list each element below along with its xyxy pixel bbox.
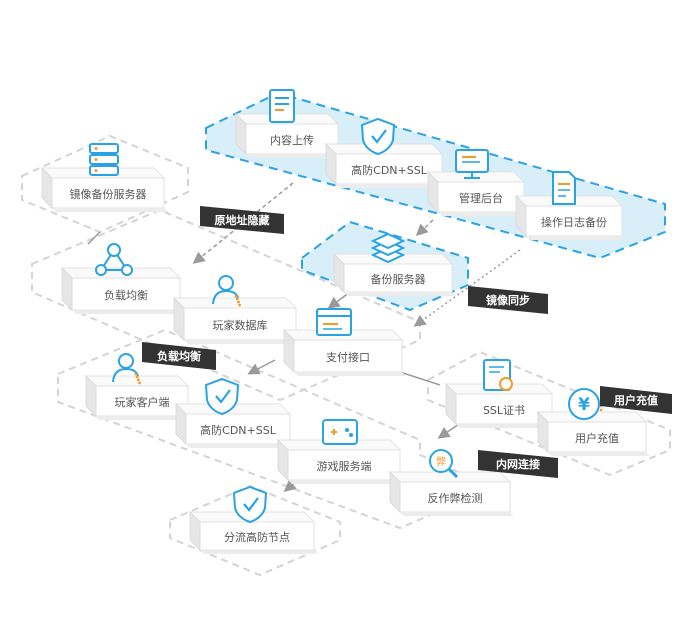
node-label: 玩家客户端: [115, 395, 170, 409]
node-cdn-ssl-top: 高防CDN+SSL: [324, 117, 446, 188]
shield-icon: [232, 485, 268, 524]
node-label: 支付接口: [326, 351, 370, 364]
node-label: SSL证书: [483, 404, 525, 417]
node-load-balance: 负载均衡: [60, 243, 184, 314]
node-label: 玩家数据库: [213, 318, 268, 332]
svg-text:¥: ¥: [578, 395, 590, 415]
monitor-icon: [455, 149, 489, 179]
node-label: 管理后台: [459, 191, 503, 205]
node-label: 游戏服务端: [317, 460, 372, 473]
node-label: 分流高防节点: [224, 530, 290, 544]
yuan-icon: ¥: [568, 388, 603, 420]
node-label: 反作弊检测: [428, 491, 483, 505]
tag-mirror-sync: 镜像同步: [468, 286, 548, 314]
server-icon: [89, 143, 119, 176]
group-mirror-backup: [21, 134, 189, 234]
group-ssl-recharge: [427, 350, 671, 477]
shield-icon: [204, 377, 240, 416]
node-label: 用户充值: [575, 431, 619, 445]
node-label: 高防CDN+SSL: [200, 423, 277, 437]
node-label: 负载均衡: [104, 288, 148, 302]
certificate-icon: [483, 359, 513, 391]
node-player-client: 玩家客户端: [84, 353, 192, 420]
user-icon: [212, 275, 242, 307]
tag-origin-hide: 原地址隐藏: [200, 206, 284, 234]
node-player-database: 玩家数据库: [172, 275, 300, 344]
doc-icon: [269, 89, 295, 123]
tag-label: 内网连接: [496, 457, 540, 471]
layers-icon: [370, 232, 406, 264]
conn-group-to-ssl: [399, 371, 441, 386]
tag-label: 用户充值: [614, 393, 658, 407]
node-label: 高防CDN+SSL: [351, 163, 428, 177]
tag-label: 原地址隐藏: [215, 213, 270, 227]
magnifier-icon: 弊: [429, 449, 459, 479]
node-backup-server: 备份服务器: [332, 232, 456, 296]
node-label: 内容上传: [270, 133, 314, 147]
tag-user-recharge: 用户充值: [600, 386, 672, 414]
gamepad-icon: [322, 419, 358, 445]
node-game-server: 游戏服务端: [276, 419, 404, 484]
conn-payment-to-client: [247, 359, 276, 375]
conn-mirror-to-load: [87, 231, 101, 245]
node-mirror-backup-server: 镜像备份服务器: [40, 143, 168, 212]
nodes-layer: 镜像备份服务器内容上传高防CDN+SSL管理后台操作日志备份负载均衡玩家数据库备…: [40, 89, 650, 554]
conn-top-to-backup: [415, 219, 434, 237]
node-split-defense-node: 分流高防节点: [188, 485, 318, 554]
shield-icon: [360, 117, 396, 156]
node-operation-log-backup: 操作日志备份: [514, 171, 626, 240]
browser-icon: [316, 308, 352, 336]
node-label: 备份服务器: [371, 272, 426, 286]
tag-label: 镜像同步: [486, 293, 530, 307]
node-payment-api: 支付接口: [282, 308, 406, 376]
node-ssl-cert: SSL证书: [444, 359, 556, 428]
node-admin-console: 管理后台: [426, 149, 528, 216]
node-label: 操作日志备份: [541, 215, 607, 229]
network-icon: [95, 243, 133, 276]
node-content-upload: 内容上传: [234, 89, 342, 158]
filedoc-icon: [552, 171, 576, 205]
svg-text:弊: 弊: [436, 455, 446, 468]
user-icon: [112, 353, 142, 385]
tag-load-balance: 负载均衡: [142, 342, 216, 370]
tag-label: 负载均衡: [157, 349, 201, 363]
node-label: 镜像备份服务器: [70, 187, 147, 201]
node-user-recharge: ¥ 用户充值: [536, 388, 650, 456]
conn-log-to-payment: [413, 249, 521, 327]
tag-intranet: 内网连接: [478, 450, 558, 478]
node-cdn-ssl-bottom: 高防CDN+SSL: [174, 377, 294, 448]
